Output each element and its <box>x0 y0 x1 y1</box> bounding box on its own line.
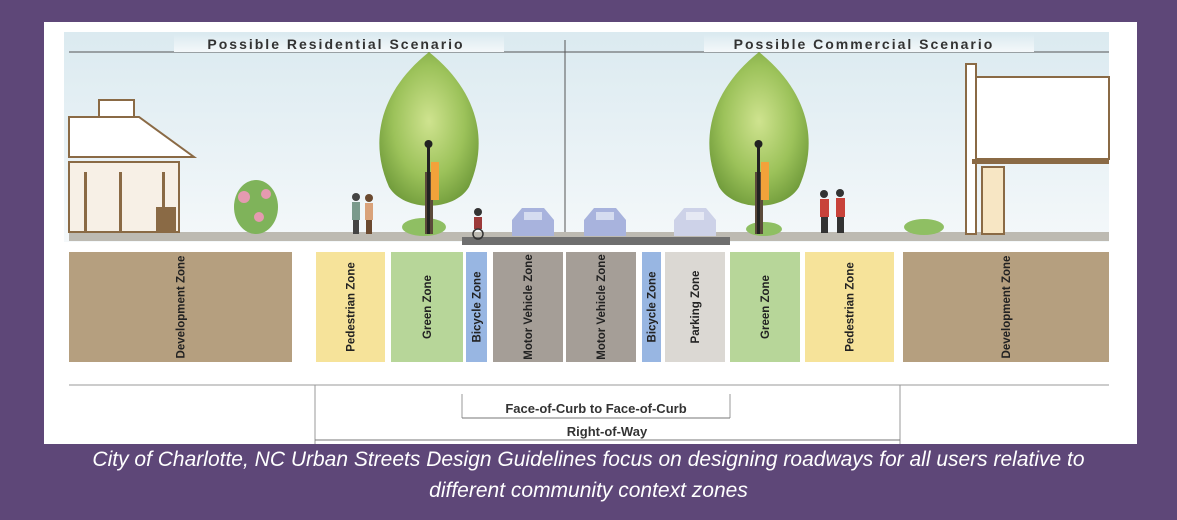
street-lamp-icon <box>754 140 769 234</box>
caption-line-1: City of Charlotte, NC Urban Streets Desi… <box>92 448 1085 471</box>
zone-bar <box>805 252 894 362</box>
commercial-scenario-title: Possible Commercial Scenario <box>734 36 995 52</box>
zone-pedestrian-zone: Pedestrian Zone <box>805 252 894 362</box>
street-cross-section-diagram: Possible Residential Scenario Possible C… <box>44 22 1137 444</box>
car-icon <box>674 208 716 236</box>
zone-label: Development Zone <box>1001 256 1013 359</box>
zone-development-zone: Development Zone <box>69 252 292 362</box>
zone-label: Pedestrian Zone <box>346 262 358 351</box>
zone-pedestrian-zone: Pedestrian Zone <box>316 252 385 362</box>
zone-bar <box>391 252 463 362</box>
figure-caption: City of Charlotte, NC Urban Streets Desi… <box>0 444 1177 506</box>
zone-label: Bicycle Zone <box>472 272 484 343</box>
commercial-building-icon <box>965 63 1110 235</box>
zone-green-zone: Green Zone <box>391 252 463 362</box>
zone-label: Motor Vehicle Zone <box>523 254 535 359</box>
zone-bar <box>566 252 636 362</box>
zone-development-zone: Development Zone <box>903 252 1109 362</box>
zone-label: Development Zone <box>176 256 188 359</box>
cyclist-icon <box>472 208 484 240</box>
zone-label: Motor Vehicle Zone <box>596 254 608 359</box>
zone-bar <box>730 252 800 362</box>
zone-bar <box>665 252 725 362</box>
zone-bicycle-zone: Bicycle Zone <box>466 252 487 362</box>
dimension-annotations: Face-of-Curb to Face-of-Curb Right-of-Wa… <box>69 384 1109 444</box>
zone-bar <box>466 252 487 362</box>
car-icon <box>512 208 554 236</box>
zone-label: Bicycle Zone <box>647 272 659 343</box>
zone-label: Pedestrian Zone <box>845 262 857 351</box>
sky-background <box>64 32 1109 242</box>
car-icon <box>584 208 626 236</box>
pedestrian-icon <box>820 189 845 233</box>
right-of-way-label: Right-of-Way <box>567 424 648 439</box>
zone-bar <box>493 252 563 362</box>
face-of-curb-label: Face-of-Curb to Face-of-Curb <box>505 401 686 416</box>
zone-green-zone: Green Zone <box>730 252 800 362</box>
shrub-icon <box>234 180 278 234</box>
caption-line-2: different community context zones <box>429 479 748 502</box>
roadway-surface <box>462 237 730 245</box>
street-lamp-icon <box>424 140 439 234</box>
zone-bar <box>69 252 292 362</box>
house-icon <box>68 99 198 233</box>
residential-scenario-title: Possible Residential Scenario <box>207 36 464 52</box>
zone-motor-vehicle-zone: Motor Vehicle Zone <box>493 252 563 362</box>
zone-bars: Development Zone Pedestrian Zone Green Zon… <box>69 252 1109 362</box>
zone-bar <box>903 252 1109 362</box>
zone-label: Green Zone <box>422 275 434 339</box>
zone-bar <box>316 252 385 362</box>
zone-label: Parking Zone <box>690 271 702 344</box>
ground-strip <box>69 232 1109 241</box>
zone-bar <box>642 252 661 362</box>
zone-motor-vehicle-zone: Motor Vehicle Zone <box>566 252 636 362</box>
zone-bicycle-zone: Bicycle Zone <box>642 252 661 362</box>
pedestrian-icon <box>352 193 373 234</box>
zone-parking-zone: Parking Zone <box>665 252 725 362</box>
zone-label: Green Zone <box>760 275 772 339</box>
